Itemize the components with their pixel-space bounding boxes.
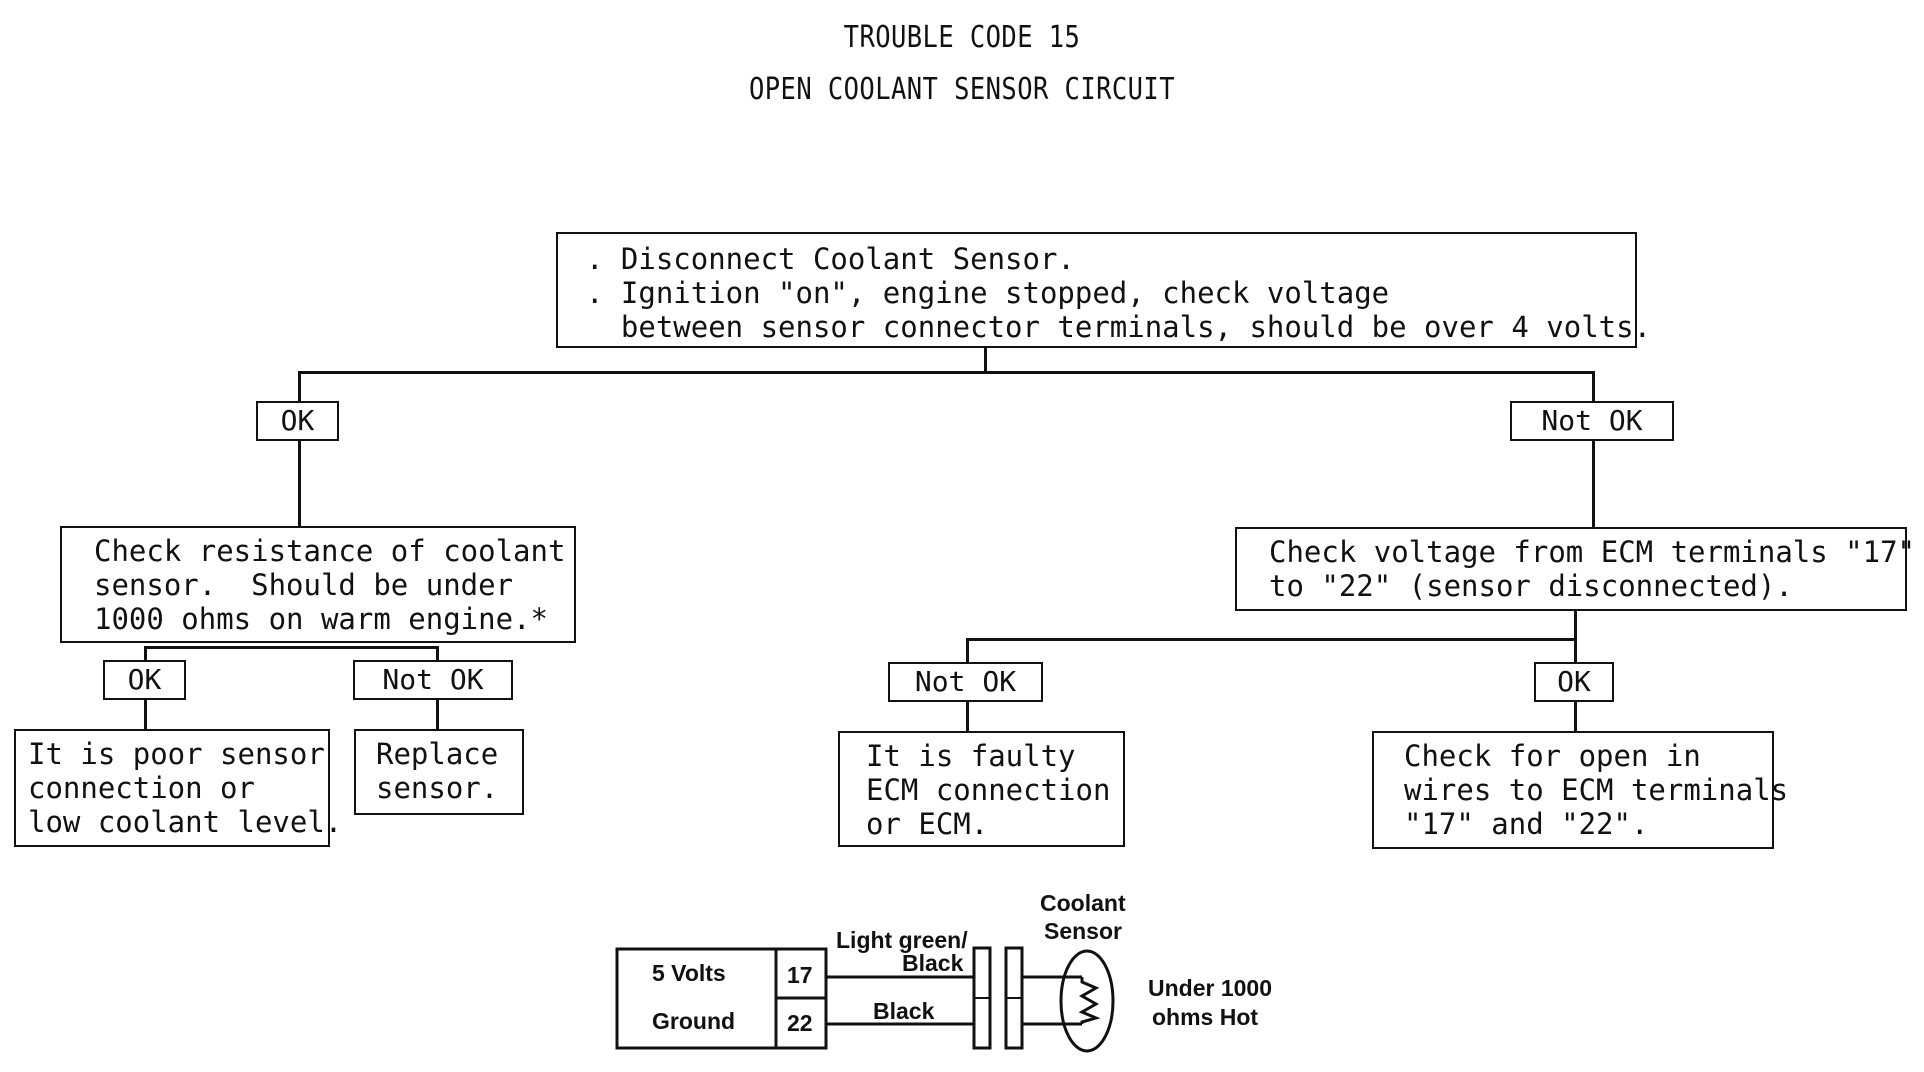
- result-faulty-line-2: ECM connection: [866, 773, 1111, 807]
- connector: [298, 441, 301, 527]
- connector: [298, 371, 301, 403]
- check-voltage-line-1: Check voltage from ECM terminals "17": [1269, 535, 1916, 569]
- resistance-label-2: ohms Hot: [1152, 1004, 1259, 1030]
- ground-label: Ground: [652, 1008, 736, 1034]
- result-wires-line-2: wires to ECM terminals: [1404, 773, 1789, 807]
- check-voltage-line-2: to "22" (sensor disconnected).: [1269, 569, 1793, 603]
- left-ok-label: OK: [103, 660, 186, 700]
- connector: [966, 638, 969, 664]
- result-wires-line-1: Check for open in: [1404, 739, 1701, 773]
- result-replace-sensor-box: Replace sensor.: [354, 729, 524, 815]
- result-poor-connection-box: It is poor sensor connection or low cool…: [14, 729, 342, 847]
- branch-ok-label: OK: [256, 401, 339, 441]
- wire-top-label-2: Black: [902, 950, 964, 976]
- check-resistance-box: Check resistance of coolant sensor. Shou…: [60, 526, 576, 643]
- connector: [1592, 441, 1595, 527]
- connector: [436, 646, 439, 664]
- check-voltage-ecm-box: Check voltage from ECM terminals "17" to…: [1235, 527, 1915, 611]
- connector: [144, 700, 147, 730]
- connector: [144, 646, 147, 664]
- result-faulty-ecm-box: It is faulty ECM connection or ECM.: [838, 731, 1125, 847]
- left-not-ok-label: Not OK: [353, 660, 513, 700]
- result-poor-line-1: It is poor sensor: [28, 737, 325, 771]
- result-poor-line-3: low coolant level.: [28, 805, 343, 839]
- result-poor-line-2: connection or: [28, 771, 255, 805]
- result-replace-line-1: Replace: [376, 737, 499, 771]
- sensor-label-1: Coolant: [1040, 890, 1126, 916]
- diagram-title: TROUBLE CODE 15: [843, 20, 1081, 55]
- step-line-3: between sensor connector terminals, shou…: [586, 310, 1652, 344]
- result-faulty-line-3: or ECM.: [866, 807, 989, 841]
- sensor-label-2: Sensor: [1044, 918, 1122, 944]
- wire-top-label-1: Light green/: [836, 927, 968, 953]
- pin-17-label: 17: [787, 962, 813, 988]
- check-resistance-line-1: Check resistance of coolant: [94, 534, 566, 568]
- check-resistance-line-3: 1000 ohms on warm engine.*: [94, 602, 548, 636]
- result-faulty-line-1: It is faulty: [866, 739, 1076, 773]
- step-line-2: . Ignition "on", engine stopped, check v…: [586, 276, 1390, 310]
- coolant-sensor-body: [1059, 949, 1115, 1053]
- connector: [984, 348, 987, 372]
- connector: [298, 371, 1595, 374]
- result-check-wires-box: Check for open in wires to ECM terminals…: [1372, 731, 1788, 849]
- connector: [144, 646, 437, 649]
- branch-not-ok-label: Not OK: [1510, 401, 1674, 441]
- resistance-label-1: Under 1000: [1148, 975, 1273, 1001]
- diagram-subtitle: OPEN COOLANT SENSOR CIRCUIT: [748, 72, 1175, 107]
- connector: [1574, 702, 1577, 732]
- right-not-ok-label: Not OK: [888, 662, 1043, 702]
- check-resistance-line-2: sensor. Should be under: [94, 568, 514, 602]
- step-line-1: . Disconnect Coolant Sensor.: [586, 242, 1075, 276]
- connector: [436, 700, 439, 730]
- five-volts-label: 5 Volts: [652, 960, 726, 986]
- result-replace-line-2: sensor.: [376, 771, 499, 805]
- wire-bottom-label: Black: [873, 998, 935, 1024]
- connector: [1592, 371, 1595, 403]
- result-wires-line-3: "17" and "22".: [1404, 807, 1649, 841]
- connector: [966, 702, 969, 732]
- connector: [966, 638, 1577, 641]
- right-ok-label: OK: [1534, 662, 1614, 702]
- thermistor-symbol: [1078, 977, 1101, 1024]
- pin-22-label: 22: [787, 1010, 813, 1036]
- step-disconnect-sensor-box: . Disconnect Coolant Sensor. . Ignition …: [556, 232, 1651, 348]
- connector: [1574, 611, 1577, 664]
